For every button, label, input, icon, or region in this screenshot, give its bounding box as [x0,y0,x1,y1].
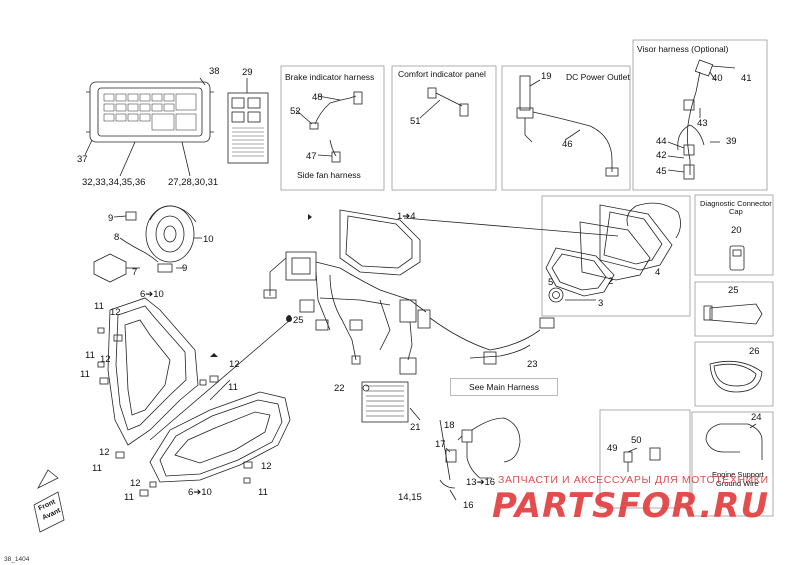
callout-12-b: 12 [100,354,111,365]
callout-11-a: 11 [94,301,104,312]
callout-14-15: 14,15 [398,492,422,503]
callout-5: 5 [548,277,554,288]
callout-12-c: 12 [229,359,240,370]
callout-24: 24 [751,412,762,423]
callout-19: 19 [541,71,552,82]
callout-6-10-bottom: 6➔10 [188,487,212,498]
see-main-harness-box: See Main Harness [450,378,558,396]
callout-11-e: 11 [92,463,102,474]
callout-50: 50 [631,435,642,446]
voltage-regulator [361,381,421,423]
callout-46: 46 [562,139,573,150]
dc-power-title: DC Power Outlet [566,72,630,82]
bottom-headlight [149,379,291,483]
callout-37: 37 [77,154,88,165]
callout-12-f: 12 [261,461,272,472]
callout-49: 49 [607,443,618,454]
instrument-cluster [339,209,619,276]
callout-44: 44 [656,136,667,147]
callout-51: 51 [410,116,421,127]
gauge-cluster-right [545,202,681,303]
callout-6-10-top: 6➔10 [140,289,164,300]
callout-25-right: 25 [728,285,739,296]
callout-47: 47 [306,151,317,162]
engine-support-title-1: Engine Support [712,470,764,479]
callout-43: 43 [697,118,708,129]
callout-40: 40 [712,73,723,84]
callout-7: 7 [132,267,138,278]
callout-17: 17 [435,439,446,450]
callout-4: 4 [655,267,661,278]
callout-3: 3 [598,298,604,309]
callout-8: 8 [114,232,120,243]
fuse-label-29 [227,78,269,164]
diag-connector-title-2: Cap [729,207,743,216]
figure-id: 38_1404 [4,556,30,563]
callout-12-d: 12 [99,447,110,458]
callout-27-31: 27,28,30,31 [168,177,219,188]
callout-11-b: 11 [85,350,95,361]
callout-11-g: 11 [258,487,268,498]
brake-indicator-title: Brake indicator harness [285,72,375,82]
callout-12-a: 12 [110,307,121,318]
headlight-assembly [93,205,202,283]
left-headlight [107,297,291,446]
watermark-logo: PARTSFOR.RU [492,486,770,526]
engine-support-title-2: Ground Wire [716,479,759,488]
callout-38: 38 [209,66,220,77]
callout-32-36: 32,33,34,35,36 [82,177,146,188]
callout-26: 26 [749,346,760,357]
callout-39: 39 [726,136,737,147]
callout-48: 48 [312,92,323,103]
callout-11-f: 11 [124,492,134,503]
hardware-bolts [97,327,253,497]
callout-9-bottom: 9 [182,263,188,274]
callout-18: 18 [444,420,455,431]
callout-23: 23 [527,359,538,370]
visor-title: Visor harness (Optional) [637,44,729,54]
callout-9-top: 9 [108,213,114,224]
callout-41: 41 [741,73,752,84]
callout-1-4: 1➔4 [397,211,416,222]
callout-52: 52 [290,106,301,117]
callout-22: 22 [334,383,345,394]
callout-45: 45 [656,166,667,177]
callout-29: 29 [242,67,253,78]
callout-20: 20 [731,225,742,236]
callout-12-e: 12 [130,478,141,489]
callout-11-c: 11 [80,369,90,380]
callout-10: 10 [203,234,214,245]
main-harness [263,251,555,375]
watermark-ru: ЗАПЧАСТИ И АКСЕССУАРЫ ДЛЯ МОТОТЕХНИКИ [498,474,769,486]
side-fan-title: Side fan harness [297,170,361,180]
callout-25: 25 [293,315,304,326]
callout-13-16: 13➔16 [466,477,496,488]
comfort-indicator-title: Comfort indicator panel [398,69,486,79]
callout-21: 21 [410,422,421,433]
diag-connector-title-1: Diagnostic Connector [700,199,772,208]
callout-11-d: 11 [228,382,238,393]
callout-42: 42 [656,150,667,161]
callout-16: 16 [463,500,474,511]
fuse-box-38 [84,77,214,177]
callout-2: 2 [608,276,614,287]
